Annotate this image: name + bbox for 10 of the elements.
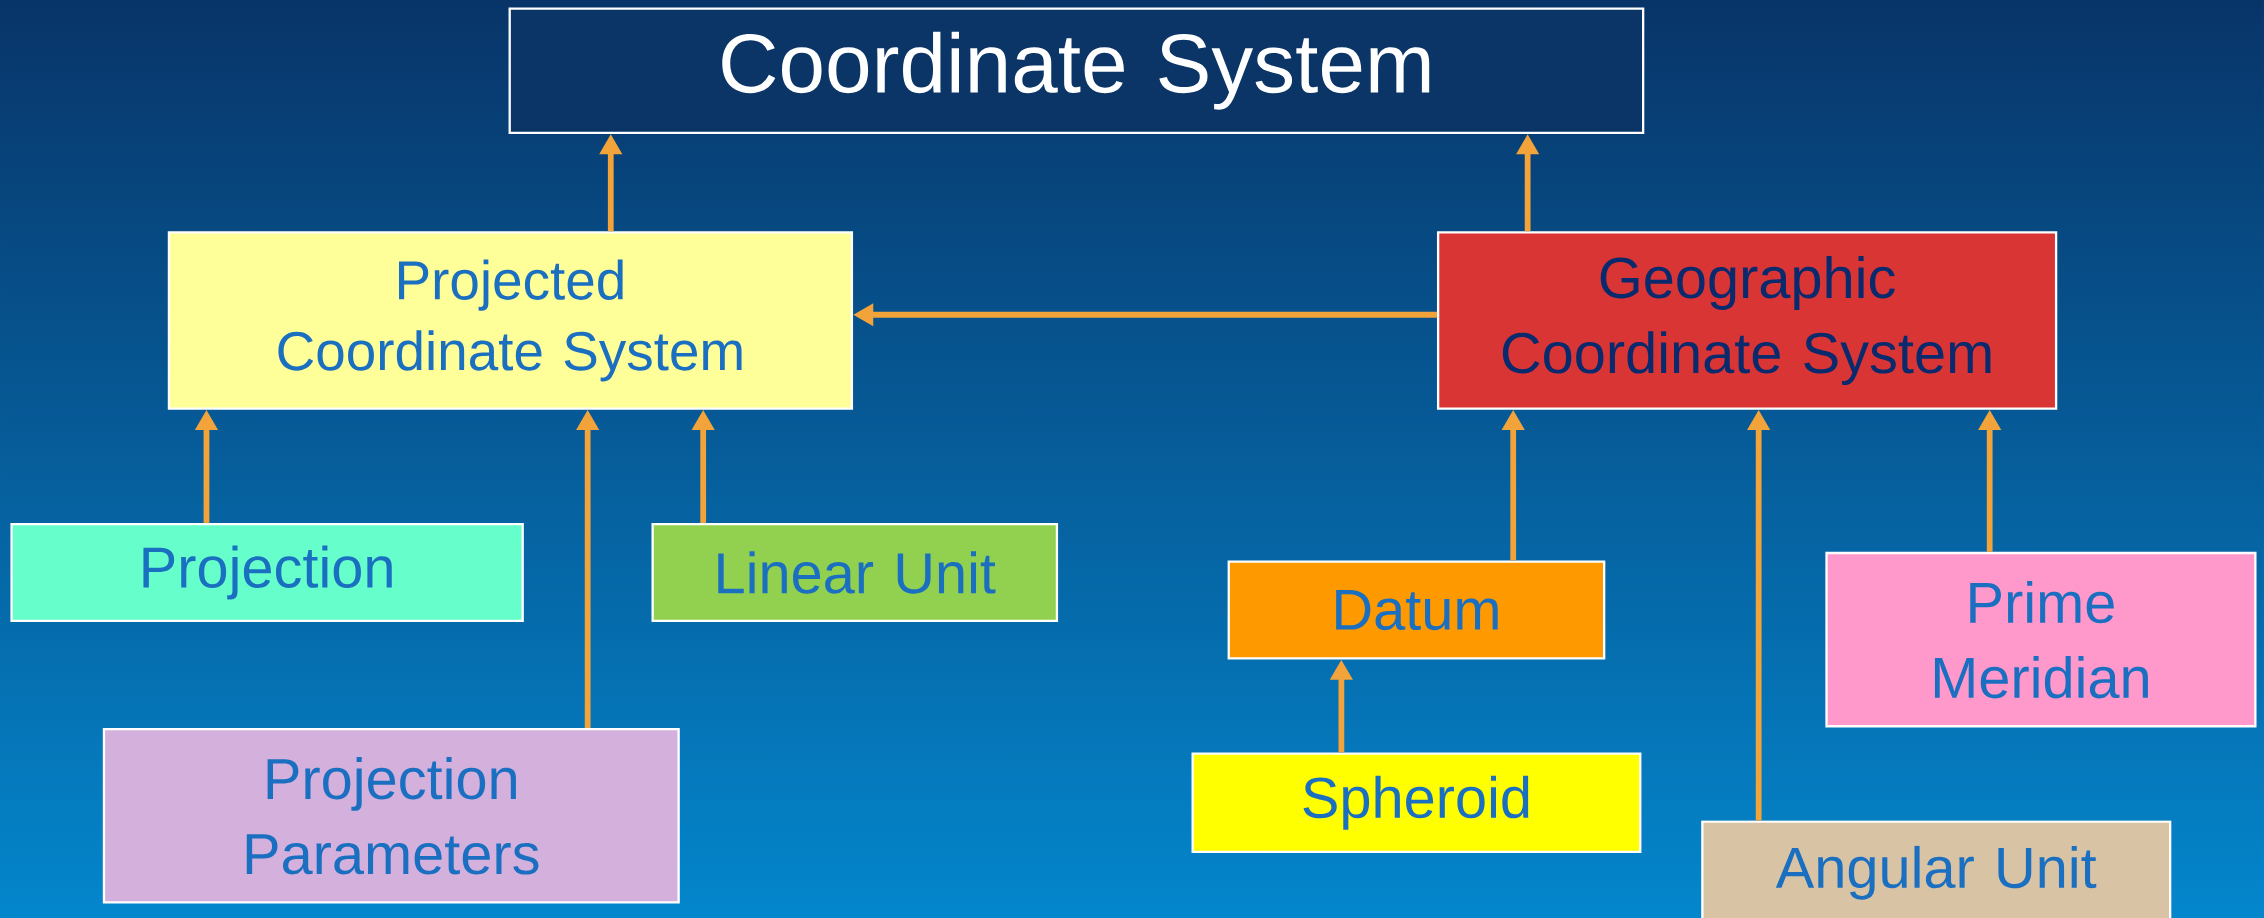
box: Angular Unit [1701,820,2172,918]
box: Projected Coordinate System [167,231,854,410]
box: Projection [10,522,524,622]
box: Linear Unit [651,522,1059,622]
box: Prime Meridian [1825,551,2257,728]
box: Datum [1227,560,1606,660]
box: Projection Parameters [102,727,680,904]
box: Geographic Coordinate System [1436,231,2058,410]
title-box: Coordinate System [508,7,1645,134]
box: Spheroid [1191,752,1642,853]
